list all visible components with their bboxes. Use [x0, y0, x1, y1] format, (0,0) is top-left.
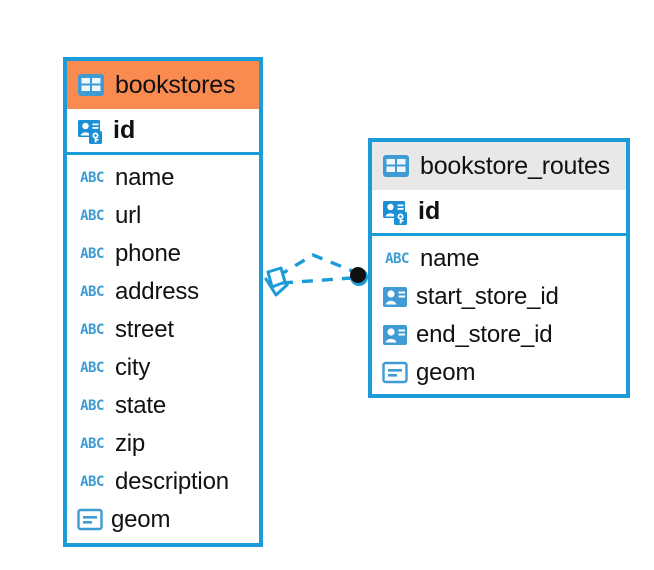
field-label: geom — [416, 359, 476, 386]
primary-key-row[interactable]: id — [67, 109, 259, 155]
primary-key-label: id — [418, 197, 441, 225]
field-row[interactable]: ABC street — [67, 311, 259, 349]
field-row[interactable]: ABC state — [67, 387, 259, 425]
field-label: end_store_id — [416, 321, 553, 348]
text-type-icon: ABC — [80, 284, 104, 300]
field-label: description — [115, 468, 229, 495]
text-type-icon: ABC — [80, 246, 104, 262]
foreign-key-icon — [382, 322, 408, 348]
text-type-icon: ABC — [80, 398, 104, 414]
table-icon — [77, 72, 105, 98]
field-row[interactable]: ABC city — [67, 349, 259, 387]
field-row[interactable]: ABC name — [67, 159, 259, 197]
crows-foot-endpoint — [264, 266, 289, 297]
table-icon — [382, 153, 410, 179]
field-label: state — [115, 392, 167, 419]
field-list-bookstore-routes: ABC name start_store_id — [372, 236, 626, 398]
field-row[interactable]: geom — [372, 354, 626, 392]
filled-circle-endpoint — [350, 267, 368, 286]
field-label: start_store_id — [416, 283, 559, 310]
field-label: city — [115, 354, 151, 381]
field-row[interactable]: ABC name — [372, 240, 626, 278]
text-type-icon: ABC — [80, 436, 104, 452]
text-type-icon: ABC — [385, 251, 409, 267]
entity-title: bookstore_routes — [420, 151, 610, 180]
field-label: geom — [111, 506, 171, 533]
field-label: name — [115, 164, 175, 191]
field-label: phone — [115, 240, 181, 267]
primary-key-icon — [77, 117, 105, 145]
relationship-line-arc — [277, 253, 356, 278]
entity-table-bookstore-routes[interactable]: bookstore_routes id — [368, 138, 630, 398]
field-list-bookstores: ABC name ABC url ABC phone ABC address A… — [67, 155, 259, 545]
field-label: zip — [115, 430, 146, 457]
geometry-type-icon — [77, 508, 103, 532]
entity-header-bookstore-routes: bookstore_routes — [372, 142, 626, 190]
field-row[interactable]: ABC phone — [67, 235, 259, 273]
field-row[interactable]: ABC address — [67, 273, 259, 311]
geometry-type-icon — [382, 361, 408, 385]
entity-header-bookstores: bookstores — [67, 61, 259, 109]
field-label: address — [115, 278, 199, 305]
field-label: street — [115, 316, 174, 343]
foreign-key-icon — [382, 284, 408, 310]
field-row[interactable]: geom — [67, 501, 259, 539]
primary-key-label: id — [113, 116, 136, 144]
field-row[interactable]: end_store_id — [372, 316, 626, 354]
primary-key-icon — [382, 198, 410, 226]
text-type-icon: ABC — [80, 360, 104, 376]
field-row[interactable]: ABC description — [67, 463, 259, 501]
entity-title: bookstores — [115, 70, 236, 99]
entity-table-bookstores[interactable]: bookstores id — [63, 57, 263, 547]
field-label: url — [115, 202, 142, 229]
field-label: name — [420, 245, 480, 272]
text-type-icon: ABC — [80, 170, 104, 186]
text-type-icon: ABC — [80, 208, 104, 224]
text-type-icon: ABC — [80, 322, 104, 338]
relationship-line-straight — [281, 276, 353, 285]
field-row[interactable]: ABC url — [67, 197, 259, 235]
field-row[interactable]: start_store_id — [372, 278, 626, 316]
primary-key-row[interactable]: id — [372, 190, 626, 236]
field-row[interactable]: ABC zip — [67, 425, 259, 463]
text-type-icon: ABC — [80, 474, 104, 490]
